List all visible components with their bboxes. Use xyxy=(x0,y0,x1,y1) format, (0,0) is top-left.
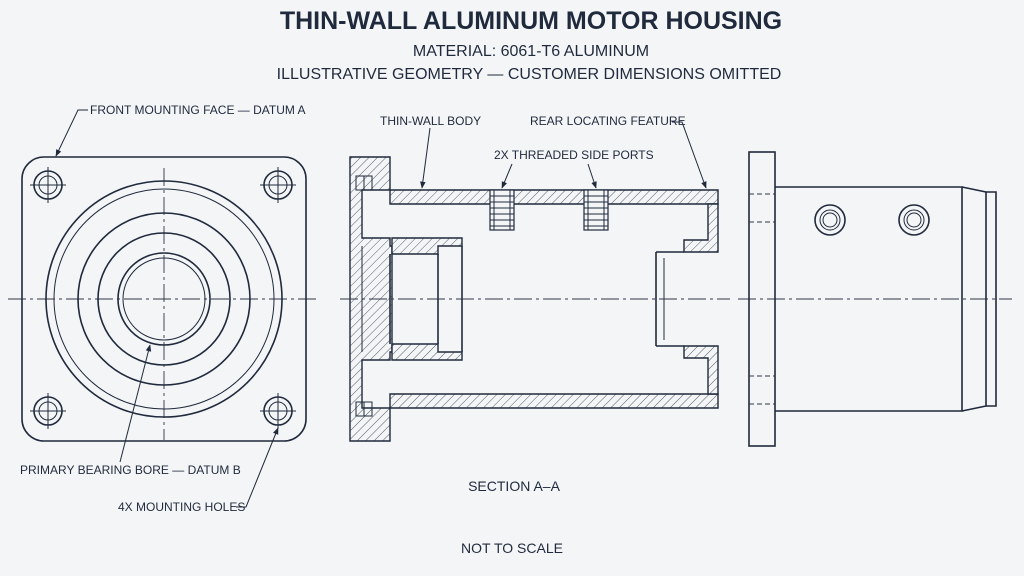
bearing-bore-label: PRIMARY BEARING BORE — DATUM B xyxy=(20,463,241,477)
side-view-rear-lip xyxy=(986,191,997,407)
thin-wall-label: THIN-WALL BODY xyxy=(380,114,481,128)
side-port-2 xyxy=(898,204,930,236)
rear-feature-callout: REAR LOCATING FEATURE xyxy=(530,114,707,189)
front-face-label: FRONT MOUNTING FACE — DATUM A xyxy=(90,103,306,117)
drawing-title: THIN-WALL ALUMINUM MOTOR HOUSING xyxy=(280,7,782,35)
primary-bearing-bore xyxy=(117,252,211,346)
side-view xyxy=(738,151,1012,447)
front-bore-step-circle xyxy=(97,232,231,366)
section-bottom-wall xyxy=(389,393,719,409)
bearing-bore-callout: PRIMARY BEARING BORE — DATUM B xyxy=(20,344,241,477)
side-ports-label: 2X THREADED SIDE PORTS xyxy=(494,148,654,162)
front-face-callout: FRONT MOUNTING FACE — DATUM A xyxy=(55,103,306,157)
side-ports-callout: 2X THREADED SIDE PORTS xyxy=(494,148,654,189)
front-pilot-circle xyxy=(77,212,251,386)
section-bearing-seat-bottom xyxy=(391,343,463,361)
bearing-bore-chamfer xyxy=(122,257,206,341)
threaded-port-2 xyxy=(583,189,609,231)
section-view xyxy=(340,156,730,442)
section-bearing-seat-top xyxy=(391,237,463,255)
scale-note: NOT TO SCALE xyxy=(461,540,563,556)
side-view-flange xyxy=(748,151,776,447)
threaded-port-1 xyxy=(489,189,515,231)
front-outer-circle xyxy=(45,180,283,418)
side-view-rear-pilot xyxy=(961,186,987,412)
section-rear-wall-bottom xyxy=(683,345,719,395)
material-note: MATERIAL: 6061-T6 ALUMINUM xyxy=(413,43,649,60)
mounting-hole-tr xyxy=(260,167,296,203)
mounting-hole-bl xyxy=(30,393,66,429)
section-top-wall xyxy=(389,189,719,205)
side-port-1 xyxy=(814,204,846,236)
front-register-circle xyxy=(53,188,275,410)
mounting-holes-label: 4X MOUNTING HOLES xyxy=(118,500,245,514)
side-view-body xyxy=(775,186,963,412)
thin-wall-callout: THIN-WALL BODY xyxy=(380,114,481,189)
mounting-hole-br xyxy=(260,393,296,429)
geometry-note: ILLUSTRATIVE GEOMETRY — CUSTOMER DIMENSI… xyxy=(277,66,782,83)
mounting-holes-callout: 4X MOUNTING HOLES xyxy=(118,427,279,514)
section-rear-wall-top xyxy=(683,203,719,253)
section-label: SECTION A–A xyxy=(468,478,560,494)
front-mounting-flange xyxy=(21,156,307,442)
rear-feature-label: REAR LOCATING FEATURE xyxy=(530,114,686,128)
front-view xyxy=(8,156,318,442)
mounting-hole-tl xyxy=(30,167,66,203)
